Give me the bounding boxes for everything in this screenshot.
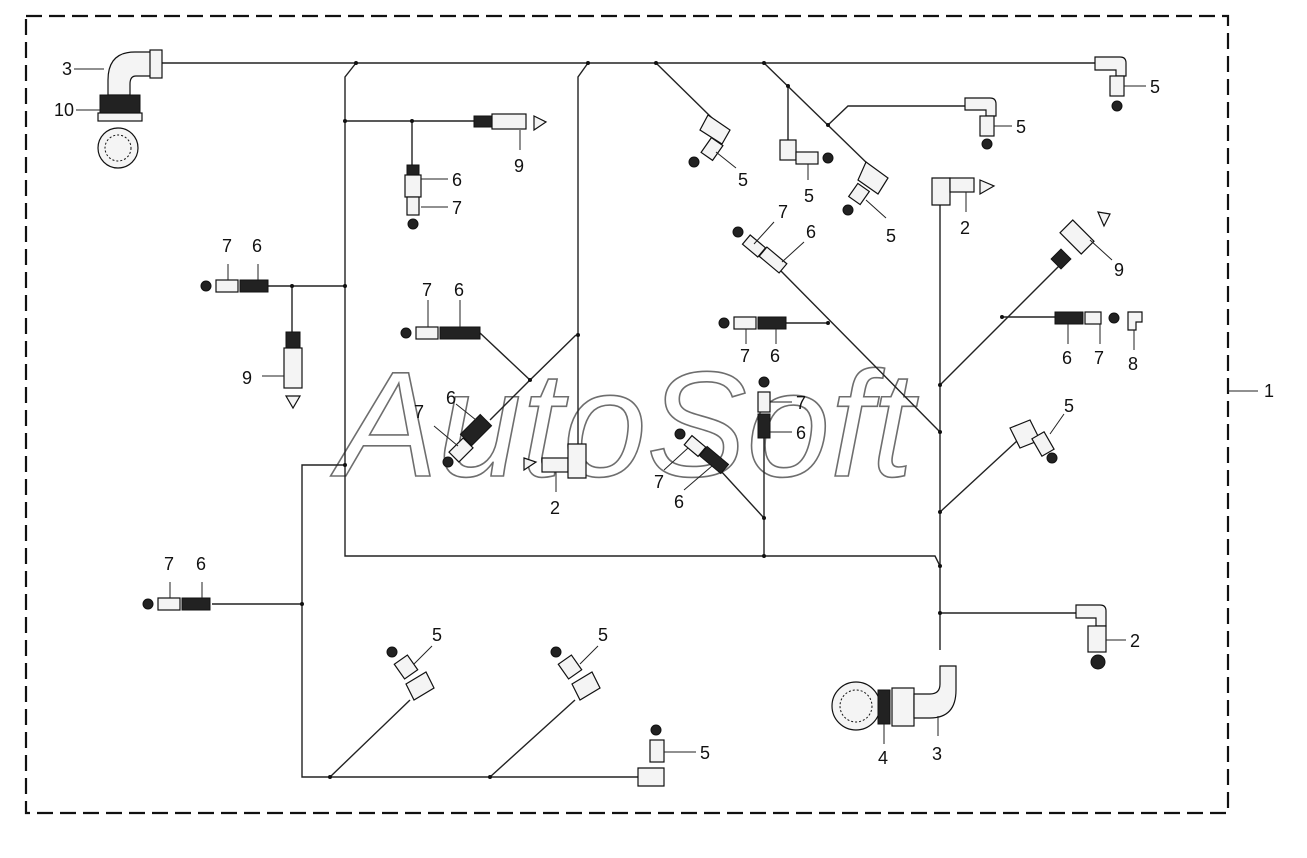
connector-5-d (964, 97, 997, 150)
assembly-boundary (24, 14, 1230, 815)
callout-9-top: 9 (514, 156, 524, 176)
callout-5-a: 5 (738, 170, 748, 190)
callout-5-d: 5 (1016, 117, 1026, 137)
callout-6-d: 6 (770, 346, 780, 366)
callout-7-f: 7 (422, 280, 432, 300)
callout-7-a: 7 (452, 198, 462, 218)
connector-6-7-top (404, 164, 422, 230)
connector-5-bottom-3 (637, 724, 665, 787)
callout-6-h: 6 (674, 492, 684, 512)
connector-2-c (1075, 604, 1107, 670)
connector-2-b (523, 443, 587, 479)
connector-7-6-left (200, 279, 269, 293)
connector-5-right-mid (1009, 419, 1058, 464)
callout-7-bottom-left: 7 (164, 554, 174, 574)
callout-5-c: 5 (886, 226, 896, 246)
callout-9-left: 9 (242, 368, 252, 388)
harness-wires (160, 62, 1095, 778)
watermark: AutoSoft (330, 340, 919, 508)
callout-7-h: 7 (654, 472, 664, 492)
callout-7-e: 7 (222, 236, 232, 256)
callout-2-c: 2 (1130, 631, 1140, 651)
callout-6-e: 6 (252, 236, 262, 256)
callout-2-a: 2 (960, 218, 970, 238)
connector-5-c (842, 161, 889, 216)
callout-6-a: 6 (452, 170, 462, 190)
elbow-connector-top-left (97, 49, 163, 169)
callout-2-b: 2 (550, 498, 560, 518)
callout-5-right-mid: 5 (1064, 396, 1074, 416)
callout-7-b: 7 (778, 202, 788, 222)
callout-6-f: 6 (454, 280, 464, 300)
connector-9-right (1050, 211, 1111, 270)
connector-4-3-bottom (831, 665, 957, 731)
connector-2-a (931, 177, 996, 206)
callout-6-i: 6 (796, 423, 806, 443)
callout-7-i: 7 (796, 393, 806, 413)
connector-7-6-mid-left (400, 326, 481, 340)
connector-9-top (473, 113, 548, 132)
callout-8: 8 (1128, 354, 1138, 374)
assembly-number: 1 (1264, 381, 1274, 401)
connector-5-top-right (1094, 56, 1127, 112)
connector-5-b (779, 139, 834, 165)
callout-3-top: 3 (62, 59, 72, 79)
callout-6-g: 6 (446, 388, 456, 408)
connector-7-6-vertical (757, 376, 771, 439)
callout-7-c: 7 (1094, 348, 1104, 368)
junction-dots (290, 61, 1004, 779)
connector-6-7-8-right (1054, 311, 1143, 331)
callout-6-b: 6 (806, 222, 816, 242)
connector-5-bottom-2 (550, 646, 601, 701)
connector-9-left (283, 331, 303, 410)
connector-7-6-bottom-left (142, 597, 211, 611)
callout-5-top-right: 5 (1150, 77, 1160, 97)
callout-10: 10 (54, 100, 74, 120)
callout-7-g: 7 (414, 402, 424, 422)
connector-7-6-diagonal-left (442, 413, 493, 468)
callout-7-d: 7 (740, 346, 750, 366)
callout-9-right: 9 (1114, 260, 1124, 280)
connector-5-a (688, 114, 731, 168)
callout-5-bottom-3: 5 (700, 743, 710, 763)
callout-6-c: 6 (1062, 348, 1072, 368)
connector-7-6-center (718, 316, 787, 330)
callout-5-bottom-1: 5 (432, 625, 442, 645)
connector-7-6-diagonal-center (674, 428, 730, 475)
callout-6-bottom-left: 6 (196, 554, 206, 574)
connector-5-bottom-1 (386, 646, 435, 701)
callout-5-b: 5 (804, 186, 814, 206)
callout-4: 4 (878, 748, 888, 768)
connector-7-6-diagonal (732, 226, 788, 274)
callout-5-bottom-2: 5 (598, 625, 608, 645)
callout-3-bottom: 3 (932, 744, 942, 764)
